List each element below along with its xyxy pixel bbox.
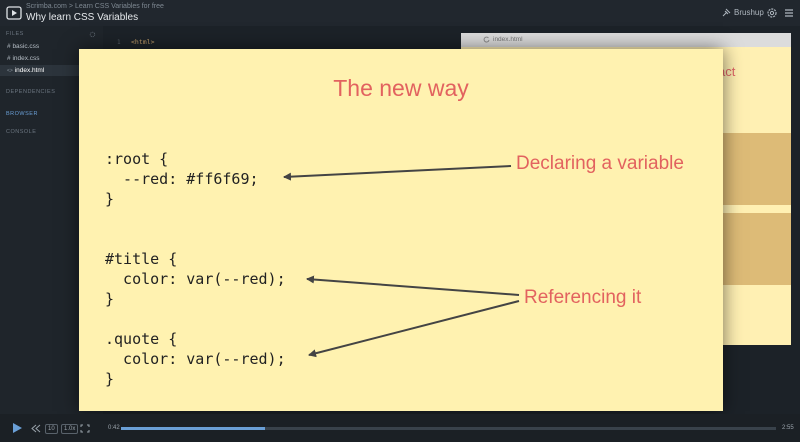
file-name: index.css xyxy=(12,55,40,62)
preview-url: index.html xyxy=(493,36,523,43)
editor-code-line: <html> xyxy=(131,38,155,46)
brushup-button[interactable]: Brushup xyxy=(722,8,764,17)
callout-declaring: Declaring a variable xyxy=(516,153,684,174)
progress-fill xyxy=(121,427,266,430)
code-title-block: #title { color: var(--red); } xyxy=(105,250,286,308)
lesson-slide: The new way :root { --red: #ff6f69; } #t… xyxy=(79,49,723,411)
css-file-icon: # xyxy=(7,43,11,50)
skip-back-button[interactable]: 10 xyxy=(45,424,58,434)
rewind-icon[interactable] xyxy=(31,424,41,433)
sidebar-file-index-html[interactable]: <> index.html xyxy=(7,67,44,74)
css-file-icon: # xyxy=(7,55,11,62)
total-time: 2:55 xyxy=(782,425,794,431)
top-bar: Scrimba.com>Learn CSS Variables for free… xyxy=(0,0,800,26)
preview-quote-block xyxy=(723,133,791,205)
sidebar-file-index-css[interactable]: # index.css xyxy=(7,55,40,62)
breadcrumb-site[interactable]: Scrimba.com xyxy=(26,3,67,10)
speed-button[interactable]: 1.0x xyxy=(61,424,79,434)
preview-address-bar: index.html xyxy=(461,33,791,47)
slide-title: The new way xyxy=(333,75,469,101)
sidebar-console[interactable]: CONSOLE xyxy=(6,129,37,135)
sidebar-dependencies[interactable]: DEPENDENCIES xyxy=(6,89,56,95)
brushup-icon xyxy=(722,8,731,17)
file-name: index.html xyxy=(14,67,45,74)
arrow-referencing-title xyxy=(306,275,520,296)
html-file-icon: <> xyxy=(7,68,13,74)
arrow-declaring xyxy=(283,165,512,181)
arrow-referencing-quote xyxy=(308,300,520,358)
lesson-title: Why learn CSS Variables xyxy=(26,12,139,23)
player-controls: 10 1.0x 0:42 2:55 xyxy=(0,414,800,442)
scrimba-logo-icon[interactable] xyxy=(6,5,22,21)
gear-icon[interactable] xyxy=(766,7,778,19)
preview-quote-block xyxy=(723,213,791,285)
arrows xyxy=(283,165,520,358)
code-quote-block: .quote { color: var(--red); } xyxy=(105,330,286,388)
sidebar-file-basic-css[interactable]: # basic.css xyxy=(7,43,39,50)
breadcrumb: Scrimba.com>Learn CSS Variables for free xyxy=(26,3,164,10)
play-icon[interactable] xyxy=(11,422,23,434)
file-name: basic.css xyxy=(12,43,40,50)
files-heading: FILES xyxy=(6,31,24,37)
current-time: 0:42 xyxy=(108,425,120,431)
fullscreen-icon[interactable] xyxy=(80,424,90,433)
sidebar-settings-icon[interactable] xyxy=(89,31,96,38)
refresh-icon[interactable] xyxy=(483,36,490,43)
menu-icon[interactable] xyxy=(784,8,794,18)
active-file-highlight xyxy=(0,65,103,76)
line-number: 1 xyxy=(117,39,121,46)
brushup-label: Brushup xyxy=(734,8,764,17)
breadcrumb-course[interactable]: Learn CSS Variables for free xyxy=(74,3,164,10)
callout-referencing: Referencing it xyxy=(524,287,642,308)
code-root-block: :root { --red: #ff6f69; } xyxy=(105,150,259,208)
sidebar-browser[interactable]: BROWSER xyxy=(6,111,38,117)
progress-bar[interactable] xyxy=(121,427,776,430)
